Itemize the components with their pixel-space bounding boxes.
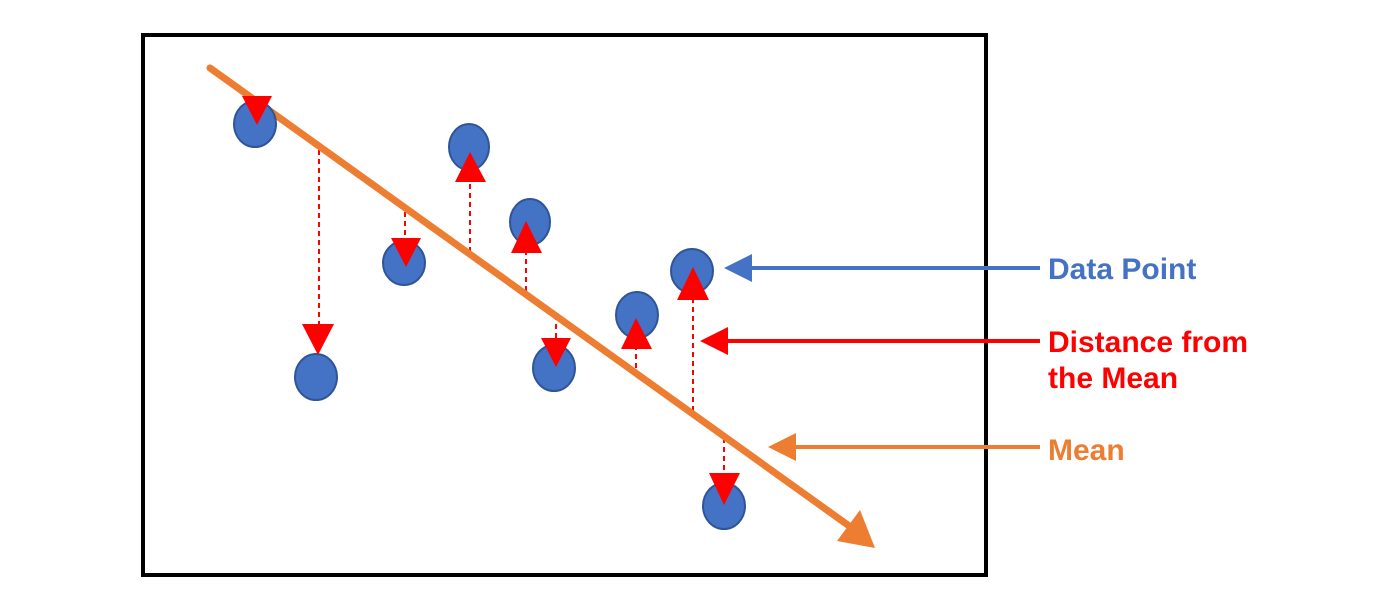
legend-mean: Mean xyxy=(768,433,1125,467)
legend-mean-label: Mean xyxy=(1048,434,1125,467)
arrowhead-up xyxy=(511,221,542,253)
mean-line xyxy=(206,64,856,532)
data-point xyxy=(294,353,338,401)
mean-line-arrowhead xyxy=(837,510,875,548)
arrowhead-up xyxy=(455,152,486,182)
arrowhead-up xyxy=(621,318,652,349)
plot-frame xyxy=(141,33,988,577)
legend-data-point-label: Data Point xyxy=(1048,253,1196,286)
legend-distance: Distance from the Mean xyxy=(700,326,1248,395)
arrowhead-down xyxy=(302,324,334,355)
distance-arrowheads xyxy=(242,96,740,505)
legend-data-point: Data Point xyxy=(724,253,1196,286)
data-points xyxy=(233,100,746,530)
arrowhead-down xyxy=(709,473,740,505)
legend-mean-arrowhead xyxy=(768,433,796,461)
arrowhead-down xyxy=(391,238,421,267)
distance-lines xyxy=(318,150,725,478)
legend-distance-label-line2: the Mean xyxy=(1048,362,1178,395)
arrowhead-down xyxy=(242,96,272,125)
legend-data-point-arrowhead xyxy=(724,254,752,282)
arrowhead-up xyxy=(677,267,709,300)
legend-distance-arrowhead xyxy=(700,327,728,355)
legend-distance-label-line1: Distance from xyxy=(1048,326,1248,359)
arrowhead-down xyxy=(541,338,571,367)
